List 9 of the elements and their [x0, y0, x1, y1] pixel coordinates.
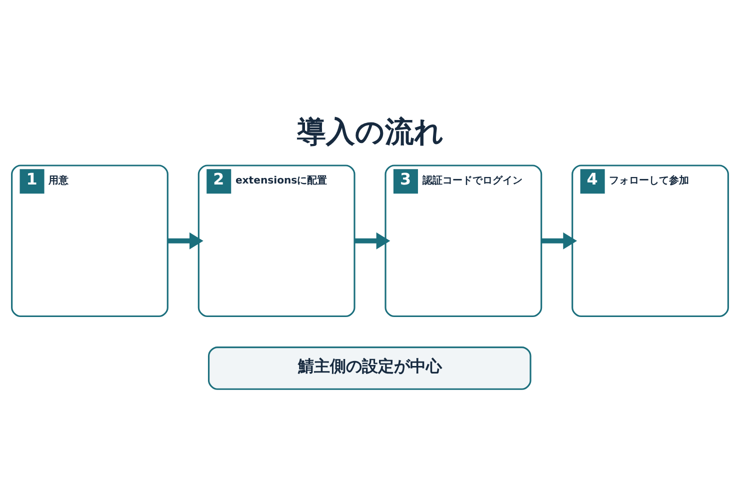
arrow: [354, 232, 390, 249]
node-box: 3 認証コードでログイン: [384, 164, 542, 317]
arrow: [168, 232, 204, 249]
node-box: 鯖主側の設定が中心: [208, 346, 532, 390]
node-box: 2 extensionsに配置: [198, 164, 356, 317]
arrow: [541, 232, 578, 249]
diagram-title: 導入の流れ: [297, 114, 444, 148]
node-box: 4 フォローして参加: [572, 164, 729, 317]
node-box: 1 用意: [11, 164, 168, 317]
